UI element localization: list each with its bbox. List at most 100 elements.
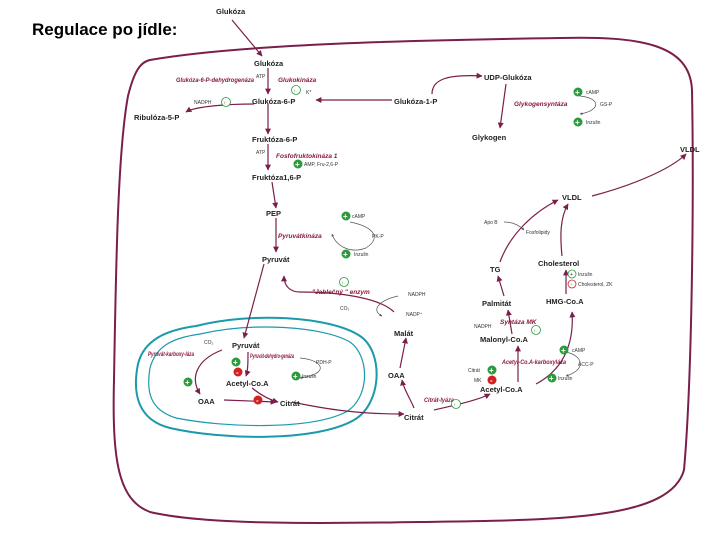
label-pk-p: PK-P bbox=[372, 234, 384, 240]
metabolite-tg: TG bbox=[490, 265, 501, 274]
metabolite-oaa-cytosol: OAA bbox=[388, 371, 405, 380]
metabolite-pyruvat-mito: Pyruvát bbox=[232, 341, 260, 350]
arrow-f16p-pep bbox=[271, 181, 279, 209]
inhibitor-cholesterol-zk: - bbox=[567, 279, 577, 289]
pathway-arrows bbox=[185, 19, 687, 417]
activator-inzulin-gs: + bbox=[573, 117, 583, 127]
arrow-g6p-ribuloza bbox=[185, 103, 255, 113]
label-nadph-g6pdh: NADPH bbox=[194, 100, 212, 106]
inhibitor-mk-acc: - bbox=[487, 375, 497, 385]
up-circle-glukokinaza: ↑ bbox=[291, 85, 301, 95]
svg-text:-: - bbox=[571, 282, 573, 288]
metabolite-oaa-mito: OAA bbox=[198, 397, 215, 406]
label-inzulin-pk: Inzulin bbox=[354, 252, 369, 258]
metabolite-citrat-cytosol: Citrát bbox=[404, 413, 424, 422]
activator-pdh: + bbox=[231, 357, 241, 367]
label-amp-fru26p: AMP, Fru-2,6-P bbox=[304, 162, 339, 168]
svg-text:+: + bbox=[570, 272, 573, 278]
inhibitor-pdh: - bbox=[233, 367, 243, 377]
label-camp-acc: cAMP bbox=[572, 348, 586, 354]
activator-pyruvat-karboxylaza: + bbox=[183, 377, 193, 387]
metabolite-citrat-mito: Citrát bbox=[280, 399, 300, 408]
label-cholesterol-zk: Cholesterol, ZK bbox=[578, 282, 613, 288]
loop-glykogensyntaza bbox=[579, 95, 597, 115]
enzyme-glukokinaza: Glukokináza bbox=[278, 77, 317, 84]
svg-text:↑: ↑ bbox=[294, 89, 297, 95]
activator-inzulin-chol: + bbox=[567, 269, 577, 279]
metabolite-fruktoza-16-p: Fruktóza1,6-P bbox=[252, 173, 301, 182]
svg-text:+: + bbox=[295, 160, 300, 169]
label-citrat-acc: Citrát bbox=[468, 368, 481, 374]
metabolite-cholesterol: Cholesterol bbox=[538, 259, 579, 268]
svg-text:+: + bbox=[549, 374, 554, 383]
arrow-oaa-malat bbox=[399, 337, 408, 369]
metabolite-palmitat: Palmitát bbox=[482, 299, 512, 308]
metabolite-malonyl-coa: Malonyl-Co.A bbox=[480, 335, 528, 344]
label-inzulin-pdh: Inzulin bbox=[302, 374, 317, 380]
loop-acc bbox=[565, 351, 581, 377]
arrow-chol-vldl bbox=[560, 203, 569, 257]
metabolite-udp-glukoza: UDP-Glukóza bbox=[484, 73, 532, 82]
enzyme-jablecny: "Jablečný " enzym bbox=[312, 289, 370, 296]
label-camp-gs: cAMP bbox=[586, 90, 600, 96]
svg-text:+: + bbox=[575, 118, 580, 127]
arrow-citrat-oaa bbox=[400, 379, 415, 409]
svg-text:+: + bbox=[489, 366, 494, 375]
metabolite-glukoza-6-p: Glukóza-6-P bbox=[252, 97, 295, 106]
label-inzulin-acc: Inzulin bbox=[558, 376, 573, 382]
label-nadp-malic: NADP⁺ bbox=[406, 312, 423, 318]
cell-membrane bbox=[112, 36, 694, 524]
svg-text:↑: ↑ bbox=[534, 329, 537, 335]
label-nadph-malic: NADPH bbox=[408, 292, 426, 298]
label-mk-acc: MK bbox=[474, 378, 482, 384]
regulation-loops bbox=[299, 95, 597, 380]
arrow-malonyl-palmitat bbox=[505, 309, 513, 335]
metabolite-hmg-coa: HMG-Co.A bbox=[546, 297, 584, 306]
metabolite-fruktoza-6-p: Fruktóza-6-P bbox=[252, 135, 297, 144]
activator-camp-acc: + bbox=[559, 345, 569, 355]
arrow-palmitat-tg bbox=[496, 275, 505, 297]
up-circle-g6pdh: ↑ bbox=[221, 97, 231, 107]
svg-text:-: - bbox=[236, 368, 239, 377]
page-title: Regulace po jídle: bbox=[32, 20, 178, 39]
label-inzulin-chol: Inzulin bbox=[578, 272, 593, 278]
metabolite-glukoza: Glukóza bbox=[254, 59, 284, 68]
arrow-glukoza-in bbox=[231, 19, 263, 57]
metabolite-ribuloza-5-p: Ribulóza-5-P bbox=[134, 113, 179, 122]
metabolite-vldl: VLDL bbox=[562, 193, 582, 202]
svg-text:+: + bbox=[343, 250, 348, 259]
label-inzulin-gs: Inzulin bbox=[586, 120, 601, 126]
arrow-jablecny bbox=[281, 275, 395, 313]
label-atp-glukokinaza: ATP bbox=[256, 74, 266, 80]
svg-text:↑: ↑ bbox=[342, 281, 345, 287]
label-co2-mito: CO₂ bbox=[204, 340, 214, 346]
svg-text:↑: ↑ bbox=[224, 101, 227, 107]
activator-inzulin-pdh: + bbox=[291, 371, 301, 381]
label-nadph-fas: NADPH bbox=[474, 324, 492, 330]
activator-citrat-acc: + bbox=[487, 365, 497, 375]
activator-camp-gs: + bbox=[573, 87, 583, 97]
loop-pdh bbox=[299, 357, 321, 380]
mitochondrion-inner bbox=[148, 326, 366, 427]
label-fosfolipidy: Fosfolipidy bbox=[526, 230, 550, 236]
label-gs-p: GS-P bbox=[600, 102, 613, 108]
metabolite-pep: PEP bbox=[266, 209, 281, 218]
loop-apob bbox=[503, 221, 525, 231]
enzyme-acetyl-coa-karboxylaza: Acetyl-Co.A-karboxyláza bbox=[501, 359, 566, 366]
svg-text:↑: ↑ bbox=[454, 403, 457, 409]
up-circle-citrat-lyaza: ↑ bbox=[451, 399, 461, 409]
metabolite-acetyl-coa-cytosol: Acetyl-Co.A bbox=[480, 385, 523, 394]
enzyme-pyruvat-dehydrogenaza: Pyruvát-dehydro-genáza bbox=[250, 353, 294, 360]
metabolite-glukoza-extracellular: Glukóza bbox=[216, 7, 246, 16]
enzyme-pyruvat-karboxylaza: Pyruvát-karboxy-láza bbox=[148, 351, 194, 358]
enzyme-fosfofruktokinaza: Fosfofruktokináza 1 bbox=[276, 153, 338, 160]
activator-inzulin-acc: + bbox=[547, 373, 557, 383]
arrow-citrat-acetylcoa bbox=[433, 393, 491, 411]
svg-text:-: - bbox=[490, 376, 493, 385]
svg-text:+: + bbox=[185, 378, 190, 387]
label-apob: Apo B bbox=[484, 220, 498, 226]
arrow-udp-glykogen bbox=[497, 83, 507, 129]
svg-text:+: + bbox=[293, 372, 298, 381]
label-k-star: K* bbox=[306, 90, 311, 96]
